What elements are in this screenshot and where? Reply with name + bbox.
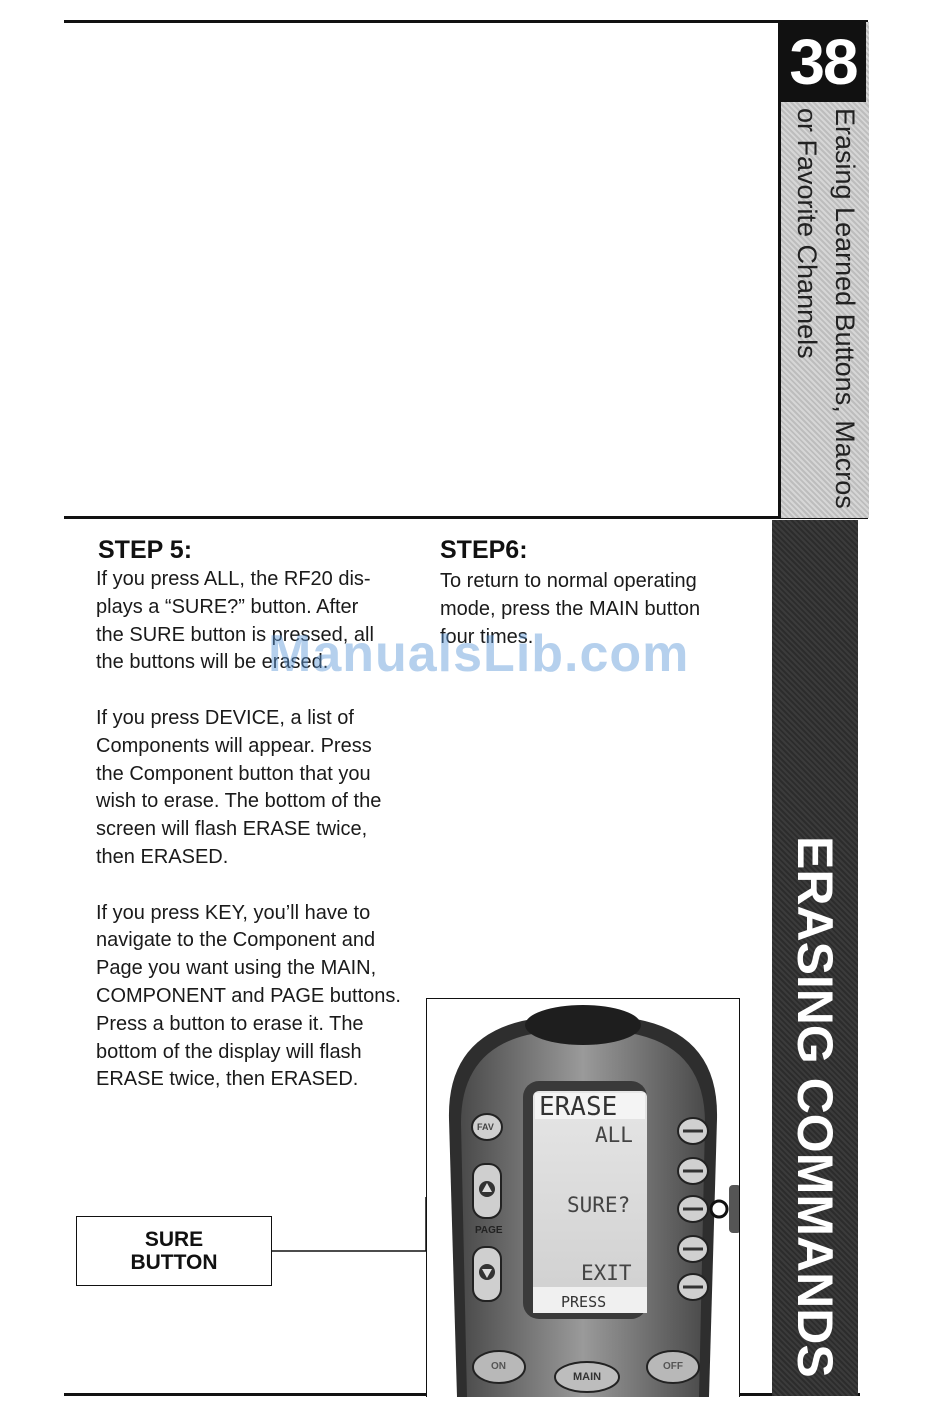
screen-item-all: ALL — [595, 1123, 633, 1147]
screen-footer: PRESS — [561, 1293, 607, 1311]
step5-heading: STEP 5: — [98, 536, 193, 564]
callout-line2: BUTTON — [130, 1251, 218, 1274]
page-label: PAGE — [475, 1225, 503, 1236]
step5-line: wish to erase. The bottom of the — [96, 790, 382, 813]
off-button[interactable]: OFF — [663, 1361, 683, 1372]
step5-line: If you press DEVICE, a list of — [96, 706, 354, 729]
screen-title: ERASE — [539, 1092, 618, 1122]
remote-illustration: ERASE ALL SURE? EXIT PRESS FAV PAGE ON M… — [426, 998, 740, 1397]
step5-line: ERASE twice, then ERASED. — [96, 1068, 359, 1091]
page-number: 38 — [780, 22, 866, 102]
tab-title: Erasing Learned Buttons, Macros or Favor… — [792, 108, 860, 509]
step5-line: If you press KEY, you’ll have to — [96, 901, 371, 924]
on-button[interactable]: ON — [491, 1361, 506, 1372]
step5-line: the Component button that you — [96, 762, 371, 785]
screen-item-sure: SURE? — [567, 1193, 631, 1217]
step5-line: Press a button to erase it. The — [96, 1012, 364, 1035]
fav-button[interactable]: FAV — [477, 1122, 494, 1132]
step5-line: COMPONENT and PAGE buttons. — [96, 984, 401, 1007]
step5-line: bottom of the display will flash — [96, 1040, 362, 1063]
remote-body — [448, 1005, 739, 1397]
middle-rule — [64, 516, 868, 519]
side-tab-bottom — [772, 520, 858, 1396]
step5-line: screen will flash ERASE twice, — [96, 818, 368, 841]
step5-line — [96, 872, 416, 900]
step6-text: To return to normal operating mode, press… — [440, 568, 740, 651]
step5-line: plays a “SURE?” button. After — [96, 595, 359, 618]
side-tab-top — [778, 22, 869, 518]
screen-item-exit: EXIT — [581, 1261, 632, 1285]
step6-line: four times. — [440, 625, 534, 648]
step5-line: If you press ALL, the RF20 dis- — [96, 568, 371, 590]
step5-line: navigate to the Component and — [96, 929, 376, 952]
step6-line: To return to normal operating — [440, 570, 697, 592]
step6-heading: STEP6: — [440, 536, 528, 564]
step5-text: If you press ALL, the RF20 dis-plays a “… — [96, 566, 416, 1094]
top-rule — [64, 20, 868, 23]
main-button[interactable]: MAIN — [573, 1371, 602, 1383]
step5-line: the buttons will be erased. — [96, 651, 329, 674]
callout-line1: SURE — [144, 1228, 204, 1251]
step5-line: Page you want using the MAIN, — [96, 957, 377, 980]
step5-line: the SURE button is pressed, all — [96, 623, 374, 646]
step6-line: mode, press the MAIN button — [440, 597, 701, 620]
sure-button-callout: SURE BUTTON — [76, 1216, 272, 1286]
section-title: ERASING COMMANDS — [787, 836, 843, 1378]
step5-line: then ERASED. — [96, 845, 229, 868]
watermark: ManualsLib.com — [268, 625, 690, 683]
step5-line: Components will appear. Press — [96, 734, 372, 757]
